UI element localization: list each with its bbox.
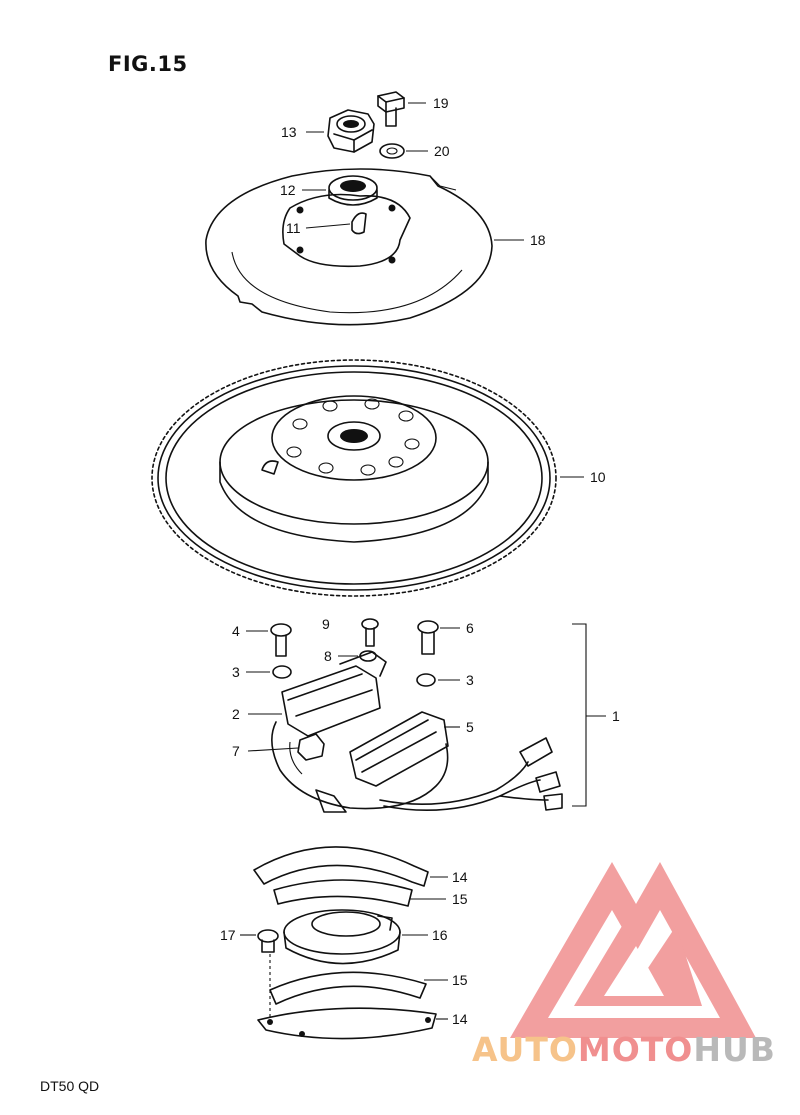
part-12-bush (328, 175, 378, 206)
callout-3-right: 3 (466, 672, 474, 688)
callout-15-lower: 15 (452, 972, 468, 988)
figure-title: FIG.15 (108, 52, 188, 76)
callout-14-lower: 14 (452, 1011, 468, 1027)
callout-6: 6 (466, 620, 474, 636)
part-9-screw (361, 618, 379, 647)
wordmark-part-hub: HUB (693, 1030, 776, 1069)
leader-lines (240, 102, 606, 1020)
callout-2: 2 (232, 706, 240, 722)
part-1-stator-assembly (271, 651, 563, 813)
part-16-collar (283, 909, 401, 965)
part-3-washer-right (416, 673, 436, 687)
part-15-plate-upper (273, 879, 413, 907)
part-11-key (351, 212, 367, 235)
callout-8: 8 (324, 648, 332, 664)
watermark-logo (510, 862, 756, 1038)
part-14-plate-lower (257, 1007, 437, 1040)
callout-5: 5 (466, 719, 474, 735)
callout-1: 1 (612, 708, 620, 724)
part-4-screw (270, 623, 292, 657)
wordmark-part-moto: MOTO (577, 1030, 694, 1069)
callout-3-left: 3 (232, 664, 240, 680)
flywheel-teeth (151, 359, 557, 597)
part-3-washer-left (272, 665, 292, 679)
bracket-part-1 (572, 623, 587, 807)
watermark-wordmark: AUTOMOTOHUB (472, 1030, 776, 1069)
callout-20: 20 (434, 143, 450, 159)
part-13-nut (327, 109, 375, 153)
part-19-bolt (377, 91, 405, 127)
callout-4: 4 (232, 623, 240, 639)
callout-18: 18 (530, 232, 546, 248)
callout-10: 10 (590, 469, 606, 485)
part-20-washer (379, 143, 405, 159)
callout-9: 9 (322, 616, 330, 632)
callout-17: 17 (220, 927, 236, 943)
callout-7: 7 (232, 743, 240, 759)
wordmark-part-auto: AUTO (472, 1030, 578, 1069)
part-17-screw (257, 929, 279, 1020)
part-18-plate (205, 168, 493, 326)
callout-19: 19 (433, 95, 449, 111)
part-6-screw (417, 620, 439, 655)
callout-13: 13 (281, 124, 297, 140)
callout-16: 16 (432, 927, 448, 943)
model-code: DT50 QD (40, 1078, 100, 1094)
callout-labels: 19 13 20 12 11 18 10 4 9 6 8 3 3 2 5 1 7… (220, 95, 620, 1027)
part-10-flywheel (151, 359, 557, 597)
part-15-plate-lower (269, 971, 427, 1005)
callout-11: 11 (286, 220, 301, 236)
callout-14-upper: 14 (452, 869, 468, 885)
callout-15-upper: 15 (452, 891, 468, 907)
callout-12: 12 (280, 182, 296, 198)
part-14-plate-upper (253, 846, 429, 887)
